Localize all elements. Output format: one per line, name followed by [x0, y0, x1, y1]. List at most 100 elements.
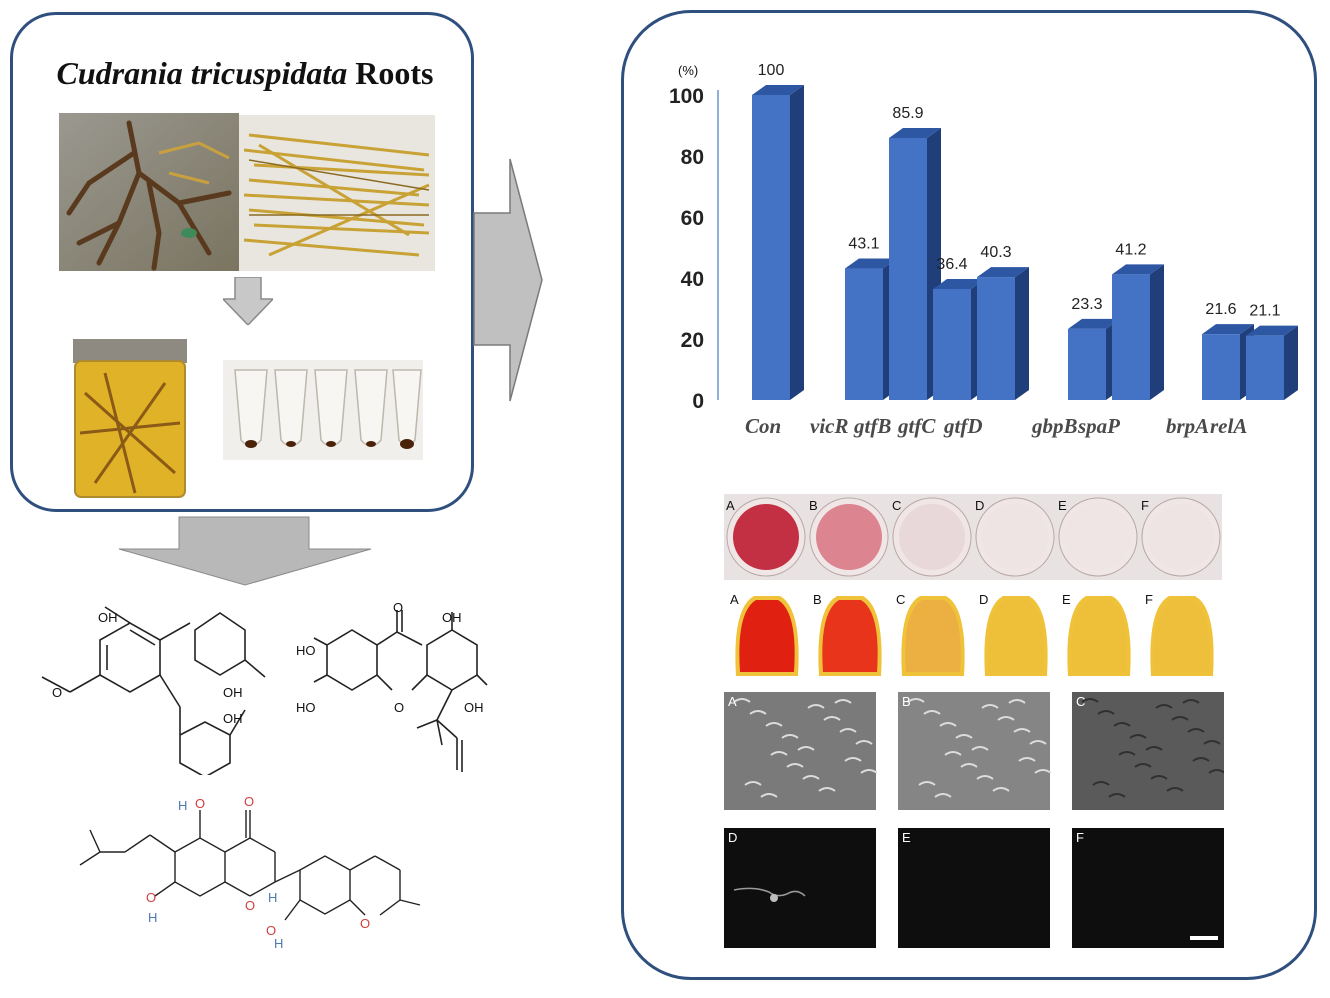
value-label: 43.1	[848, 236, 879, 253]
bar-side	[1015, 267, 1029, 400]
sem-texture	[1092, 781, 1110, 786]
title-species: Cudrania tricuspidata	[56, 55, 348, 91]
tooth-shape	[984, 596, 1048, 676]
sem-label: F	[1076, 830, 1084, 845]
s3-h-mid: H	[268, 890, 277, 905]
x-label-gbpB: gbpB	[1031, 414, 1078, 438]
tooth-C: C	[896, 592, 965, 676]
sem-D: D	[724, 828, 876, 948]
s1-o-methoxy: O	[52, 685, 62, 700]
x-label-gtfD: gtfD	[943, 414, 983, 438]
s3-o-ketone: O	[244, 794, 254, 809]
sem-texture	[907, 698, 925, 703]
plate-biofilm	[1148, 504, 1214, 570]
s1-oh-bottom: OH	[223, 711, 243, 726]
extract-tubes-image	[223, 360, 423, 460]
sem-texture	[971, 746, 989, 751]
sem-texture	[744, 781, 762, 786]
sem-texture	[1018, 757, 1036, 762]
plate-biofilm	[899, 504, 965, 570]
extract-beaker-photo	[65, 333, 195, 501]
value-label: 21.1	[1249, 303, 1280, 320]
sem-label: A	[728, 694, 737, 709]
x-label-Con: Con	[745, 414, 781, 438]
extract-tubes-photo	[223, 360, 423, 460]
bar-side	[1284, 325, 1298, 400]
right-arrow-icon	[473, 158, 543, 402]
title-rest: Roots	[347, 55, 434, 91]
bar-top	[1068, 318, 1120, 329]
sem-image	[1072, 828, 1224, 948]
bar-top	[889, 128, 941, 139]
root-photo-dried-image	[239, 115, 435, 271]
bar-relA: 21.1	[1246, 303, 1298, 400]
tooth-stain	[1154, 600, 1210, 672]
value-label: 40.3	[980, 244, 1011, 261]
s3-o-ring: O	[245, 898, 255, 913]
x-label-brpA: brpA	[1166, 414, 1209, 438]
plate-F: F	[1141, 497, 1221, 577]
sem-texture	[944, 751, 962, 756]
sem-texture	[1192, 757, 1210, 762]
value-label: 23.3	[1071, 296, 1102, 313]
tooth-B: B	[813, 592, 882, 676]
s2-oh-br: OH	[464, 700, 484, 715]
plate-label: F	[1141, 498, 1149, 513]
value-label: 36.4	[936, 256, 967, 273]
sem-texture	[976, 775, 994, 780]
tooth-label: D	[979, 592, 988, 607]
plate-dish	[975, 497, 1055, 577]
value-label: 100	[758, 62, 785, 79]
sem-texture	[855, 740, 873, 745]
plate-label: D	[975, 498, 984, 513]
sem-texture	[839, 728, 857, 733]
plate-label: A	[726, 498, 735, 513]
sem-B: B	[898, 692, 1052, 810]
sem-cell	[770, 894, 778, 902]
x-label-gtfC: gtfC	[897, 414, 936, 438]
s3-o-left: O	[146, 890, 156, 905]
sem-texture	[955, 734, 973, 739]
sem-texture	[1182, 699, 1200, 704]
tooth-label: A	[730, 592, 739, 607]
sem-texture	[749, 710, 767, 715]
sem-texture	[818, 787, 836, 792]
y-tick-label: 80	[681, 146, 704, 169]
sem-texture	[934, 793, 952, 798]
sem-texture	[1013, 728, 1031, 733]
sem-texture	[1171, 716, 1189, 721]
tooth-label: C	[896, 592, 905, 607]
plate-dish	[892, 497, 972, 577]
sem-image	[724, 692, 876, 810]
sem-texture	[1208, 769, 1224, 774]
sem-texture	[1150, 775, 1168, 780]
bar-front	[1202, 334, 1240, 400]
bar-front	[752, 95, 790, 400]
scale-bar	[1190, 936, 1218, 940]
sem-image	[898, 828, 1050, 948]
tooth-F: F	[1145, 592, 1214, 676]
sem-image	[1072, 692, 1224, 810]
sem-image	[898, 692, 1050, 810]
bar-top	[1202, 324, 1254, 335]
bar-top	[845, 258, 897, 269]
x-label-spaP: spaP	[1077, 414, 1120, 438]
y-tick-label: 100	[669, 85, 704, 108]
sem-label: B	[902, 694, 911, 709]
plate-dish	[1141, 497, 1221, 577]
extract-beaker-image	[65, 333, 195, 501]
bar-front	[845, 268, 883, 400]
s3-o-top: O	[195, 796, 205, 811]
chart-unit-label: (%)	[678, 63, 698, 78]
plate-D: D	[975, 497, 1055, 577]
plate-dish	[1058, 497, 1138, 577]
plate-A: A	[726, 497, 806, 577]
plate-B: B	[809, 497, 889, 577]
bar-front	[889, 138, 927, 400]
sem-texture	[939, 722, 957, 727]
plate-C: C	[892, 497, 972, 577]
roots-panel: Cudrania tricuspidata Roots	[10, 12, 474, 512]
